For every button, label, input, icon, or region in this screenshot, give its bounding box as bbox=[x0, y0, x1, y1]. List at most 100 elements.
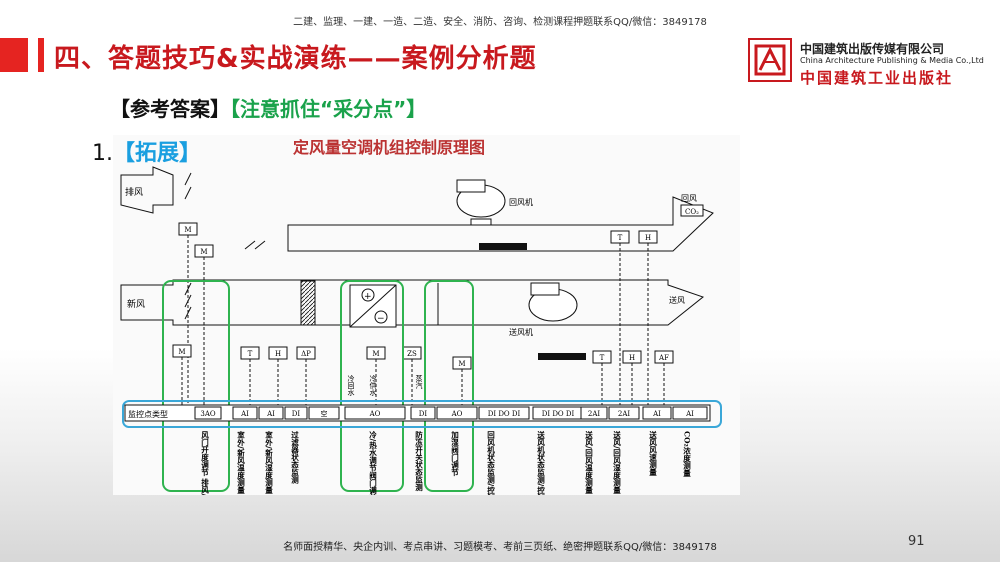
monitoring-cell bbox=[284, 406, 308, 420]
title-accent-bar bbox=[0, 38, 28, 72]
return-fan-starter bbox=[479, 243, 527, 250]
fresh-air-label: 新风 bbox=[127, 298, 145, 310]
monitoring-cell bbox=[436, 406, 478, 420]
water-label: 冷回水 bbox=[347, 374, 355, 396]
supply-fan-starter bbox=[538, 353, 586, 360]
monitoring-cell-label: AI bbox=[685, 410, 694, 418]
function-label: 送风/回风温度测量 bbox=[584, 430, 593, 495]
function-label: 风门开度调节 排风/回风/新风 bbox=[200, 431, 209, 495]
return-fan-label: 回风机 bbox=[509, 197, 533, 207]
return-duct bbox=[287, 196, 714, 252]
water-label: 蒸汽 bbox=[415, 374, 423, 389]
sensor-box-label: T bbox=[618, 234, 623, 242]
sensor-box-label: M bbox=[372, 350, 379, 358]
function-label: 过滤器状态监测 bbox=[290, 430, 299, 485]
monitoring-cell-label: DI bbox=[292, 410, 301, 418]
highlight-damper bbox=[162, 280, 230, 492]
highlight-monitoring-row bbox=[122, 400, 722, 428]
sensor-box-label: ΔP bbox=[301, 350, 311, 358]
monitoring-cell-label: AI bbox=[266, 410, 275, 418]
monitoring-cell bbox=[344, 406, 406, 420]
monitoring-cell-label: AI bbox=[240, 410, 249, 418]
sensor-box-label: ZS bbox=[407, 350, 417, 358]
monitoring-cell bbox=[608, 406, 640, 420]
control-diagram: 定风量空调机组控制原理图 排风 回风 CO₂ 新风 送风 回风机 送风机 bbox=[113, 135, 740, 530]
monitoring-cell-label: AO bbox=[451, 410, 463, 418]
coil-plus-label: + bbox=[364, 292, 372, 302]
sensor-box-label: T bbox=[600, 354, 605, 362]
co2-sensor bbox=[680, 204, 704, 217]
sensor-box-label: H bbox=[629, 354, 635, 362]
monitoring-cell bbox=[672, 406, 708, 420]
function-label: 室外/新风温度测量 bbox=[236, 430, 245, 495]
supply-fan-label: 送风机 bbox=[509, 327, 533, 337]
title-accent-bar-small bbox=[38, 38, 44, 72]
highlight-coil-valve bbox=[340, 280, 404, 492]
monitoring-cell bbox=[308, 406, 340, 420]
mix-damper bbox=[244, 240, 266, 250]
monitoring-cell-label: DI DO DI bbox=[542, 410, 575, 418]
sensor-box-label: H bbox=[275, 350, 281, 358]
monitoring-cell-label: AO bbox=[369, 410, 381, 418]
sensor-box-label: M bbox=[458, 360, 465, 368]
monitoring-cell-label: 空 bbox=[321, 409, 328, 418]
return-air-label: 回风 bbox=[681, 194, 697, 203]
monitoring-cell-label: DI DO DI bbox=[488, 410, 521, 418]
diagram-title: 定风量空调机组控制原理图 bbox=[292, 138, 485, 157]
point-heading: 1.【拓展】 bbox=[92, 135, 201, 167]
monitoring-cell bbox=[194, 406, 222, 420]
supply-fan bbox=[528, 282, 578, 322]
publisher-name-en: China Architecture Publishing & Media Co… bbox=[800, 56, 984, 65]
co2-label: CO₂ bbox=[685, 208, 699, 216]
exhaust-damper bbox=[184, 172, 192, 200]
monitoring-cell bbox=[410, 406, 436, 420]
monitoring-cell bbox=[642, 406, 672, 420]
monitoring-cell-label: 2AI bbox=[588, 410, 601, 418]
publisher-name-cn: 中国建筑出版传媒有限公司 bbox=[800, 42, 945, 56]
monitoring-cell bbox=[258, 406, 284, 420]
sensor-box-label: M bbox=[178, 348, 185, 356]
function-label: 加湿阀门调节 bbox=[450, 430, 459, 478]
supply-air-label: 送风 bbox=[669, 295, 685, 305]
function-label: 防冻开关状态监测 bbox=[414, 430, 423, 493]
sensor-box-label: T bbox=[248, 350, 253, 358]
function-label: 室外/新风湿度测量 bbox=[264, 430, 273, 495]
function-label: 送风风速测量 bbox=[648, 430, 657, 478]
point-number: 1. bbox=[92, 141, 113, 166]
slide-title: 四、答题技巧&实战演练——案例分析题 bbox=[54, 44, 537, 74]
subtitle: 【参考答案】【注意抓住“采分点”】 bbox=[110, 93, 426, 122]
subtitle-note: 【注意抓住“采分点”】 bbox=[230, 97, 427, 121]
page-number: 91 bbox=[908, 534, 925, 549]
sensor-box-label: M bbox=[184, 226, 191, 234]
monitoring-cell bbox=[478, 406, 530, 420]
function-label: 冷/热水调节阀门调节 bbox=[368, 430, 377, 495]
sensor-box-label: AF bbox=[658, 354, 669, 362]
return-fan bbox=[456, 179, 506, 226]
monitoring-row-label: 监控点类型 bbox=[128, 409, 168, 419]
sensor-box-label: H bbox=[645, 234, 651, 242]
supply-duct bbox=[120, 279, 705, 326]
function-label: CO₂浓度测量 bbox=[682, 431, 691, 478]
highlight-humidifier bbox=[424, 280, 474, 492]
exhaust-duct bbox=[120, 166, 174, 214]
air-filter bbox=[300, 280, 316, 326]
subtitle-reference: 【参考答案】 bbox=[110, 97, 230, 121]
coil-minus-label: − bbox=[377, 314, 385, 324]
publisher-logo bbox=[748, 38, 792, 82]
monitoring-cell-label: DI bbox=[419, 410, 428, 418]
monitoring-cell-label: 2AI bbox=[618, 410, 631, 418]
function-label: 送风机状态监测/控制 bbox=[536, 430, 545, 495]
monitoring-cell bbox=[232, 406, 258, 420]
water-label: 冷供水 bbox=[369, 374, 377, 396]
function-label: 回风机状态监测/控制 bbox=[486, 431, 495, 495]
exhaust-label: 排风 bbox=[125, 186, 143, 198]
sensor-box-label: M bbox=[200, 248, 207, 256]
monitoring-cell bbox=[580, 406, 608, 420]
function-label: 送风/回风湿度测量 bbox=[612, 430, 621, 495]
monitoring-cell-label: 3AO bbox=[200, 410, 216, 418]
footer-text: 名师面授精华、央企内训、考点串讲、习题模考、考前三页纸、绝密押题联系QQ/微信：… bbox=[283, 542, 717, 553]
monitoring-cell-label: AI bbox=[652, 410, 661, 418]
top-banner: 二建、监理、一建、一造、二造、安全、消防、咨询、检测课程押题联系QQ/微信：38… bbox=[293, 17, 707, 28]
publisher-brand-cn: 中国建筑工业出版社 bbox=[800, 69, 954, 87]
point-label: 【拓展】 bbox=[113, 141, 202, 166]
